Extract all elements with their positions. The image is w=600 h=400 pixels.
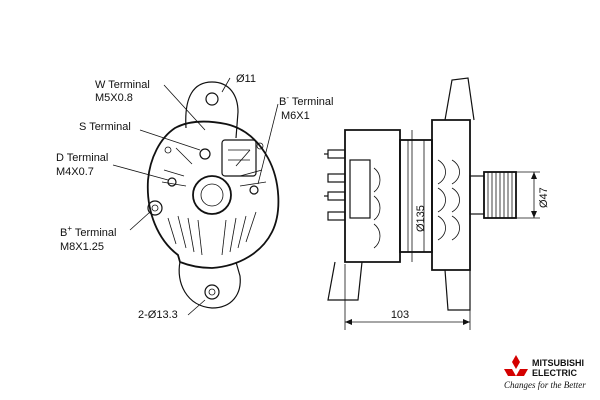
mount-holes-label: 2-Ø13.3 — [138, 309, 178, 321]
pulley-diameter-label: Ø47 — [538, 187, 550, 208]
brand-line-2: ELECTRIC — [532, 368, 578, 378]
w-terminal-label: W Terminal — [95, 79, 150, 91]
front-housing-outline — [146, 120, 280, 269]
b-plus-terminal-thread: M8X1.25 — [60, 241, 104, 253]
upper-mount-ear — [444, 77, 475, 121]
bottom-mount-hole — [204, 284, 220, 300]
rear-cover-window — [349, 159, 371, 219]
front-view — [146, 81, 280, 309]
s-terminal-label: S Terminal — [79, 121, 131, 133]
front-leader-lines — [112, 77, 279, 316]
mitsubishi-logo: MITSUBISHI ELECTRIC Changes for the Bett… — [504, 355, 586, 390]
b-plus-terminal-stud — [147, 200, 163, 216]
front-cooling-fins — [161, 147, 267, 256]
top-mount-hole — [205, 92, 219, 106]
rear-terminal-studs — [324, 149, 346, 221]
side-view — [324, 77, 517, 311]
regulator-connector — [221, 139, 257, 177]
lower-front-ear — [444, 269, 471, 311]
w-terminal-thread: M5X0.8 — [95, 92, 133, 104]
center-boss — [192, 175, 232, 215]
b-plus-terminal-label: B+ Terminal — [60, 224, 116, 239]
front-housing-side — [431, 119, 471, 271]
length-dimension-label: 103 — [391, 309, 409, 321]
brand-line-1: MITSUBISHI — [532, 358, 584, 368]
side-dimensions — [344, 130, 540, 330]
s-terminal-stud — [199, 148, 211, 160]
shaft-spacer — [469, 175, 485, 215]
brand-tagline: Changes for the Better — [504, 380, 586, 390]
b-minus-terminal-stud — [249, 185, 259, 195]
hole-diameter-label: Ø11 — [236, 73, 256, 85]
pulley-grooves — [487, 172, 513, 218]
d-terminal-stud — [167, 177, 177, 187]
b-minus-terminal-label: B- Terminal — [279, 93, 333, 108]
rear-housing — [344, 129, 401, 263]
lower-rear-ear — [327, 261, 363, 301]
d-terminal-label: D Terminal — [56, 152, 108, 164]
body-diameter-label: Ø135 — [415, 205, 427, 232]
three-diamonds-icon — [504, 355, 528, 376]
d-terminal-thread: M4X0.7 — [56, 166, 94, 178]
b-minus-terminal-thread: M6X1 — [281, 110, 310, 122]
stator-band — [399, 139, 433, 253]
side-cooling-ribs — [373, 159, 460, 249]
